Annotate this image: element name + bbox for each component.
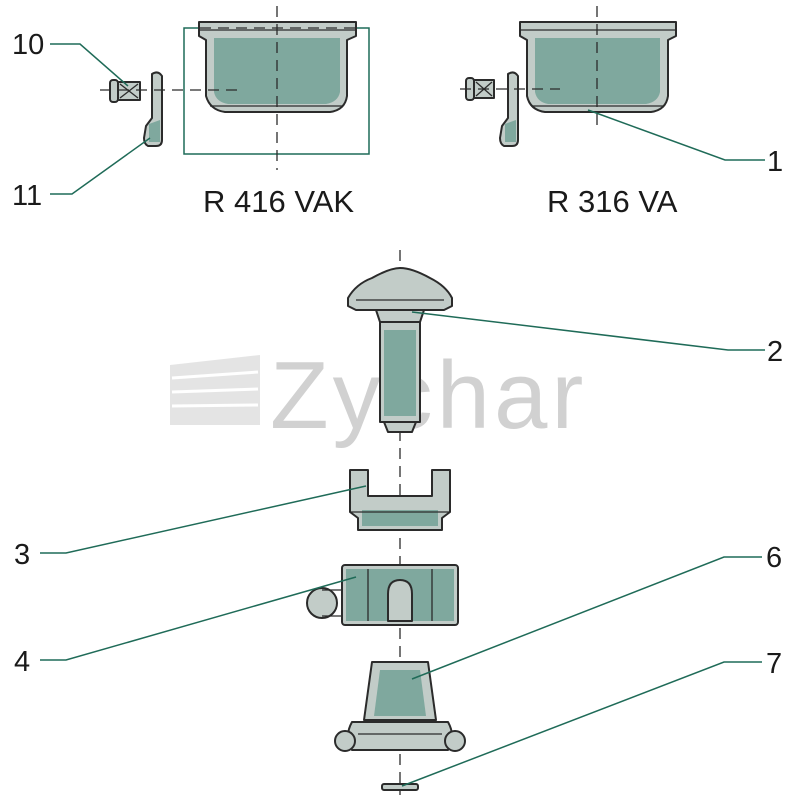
- leader-10: [50, 43, 129, 87]
- leader-11: [50, 137, 151, 195]
- bolt-part-10: [109, 79, 141, 103]
- callout-7: 7: [766, 648, 782, 680]
- bracket-part-3: [349, 469, 451, 531]
- callout-2: 2: [767, 336, 783, 368]
- callout-4: 4: [14, 646, 30, 678]
- callout-1: 1: [767, 146, 783, 178]
- latch-right: [499, 71, 519, 147]
- callout-10: 10: [12, 29, 44, 61]
- knob-part-6: [334, 661, 466, 752]
- leader-3: [40, 485, 367, 554]
- watermark-text: Zychar: [270, 342, 587, 449]
- leader-2: [411, 311, 765, 351]
- model-label-r316va: R 316 VA: [547, 184, 678, 219]
- leader-1: [587, 109, 765, 161]
- latch-part-11: [143, 71, 163, 147]
- watermark: Zychar: [170, 342, 587, 449]
- watermark-logo-icon: [170, 355, 260, 425]
- assembly-r416vak: [100, 6, 370, 170]
- leader-lines: [40, 43, 765, 787]
- callout-3: 3: [14, 539, 30, 571]
- assembly-r316va: [460, 6, 677, 147]
- leader-7: [401, 661, 762, 787]
- leader-6: [411, 556, 762, 680]
- callout-11: 11: [12, 180, 42, 212]
- model-label-r416vak: R 416 VAK: [203, 184, 354, 219]
- pin-part-7: [381, 783, 419, 791]
- screw-part-2: [347, 267, 453, 433]
- handle-housing-right: [519, 21, 677, 113]
- clamp-part-4: [306, 564, 459, 626]
- callout-6: 6: [766, 542, 782, 574]
- leader-4: [40, 576, 357, 661]
